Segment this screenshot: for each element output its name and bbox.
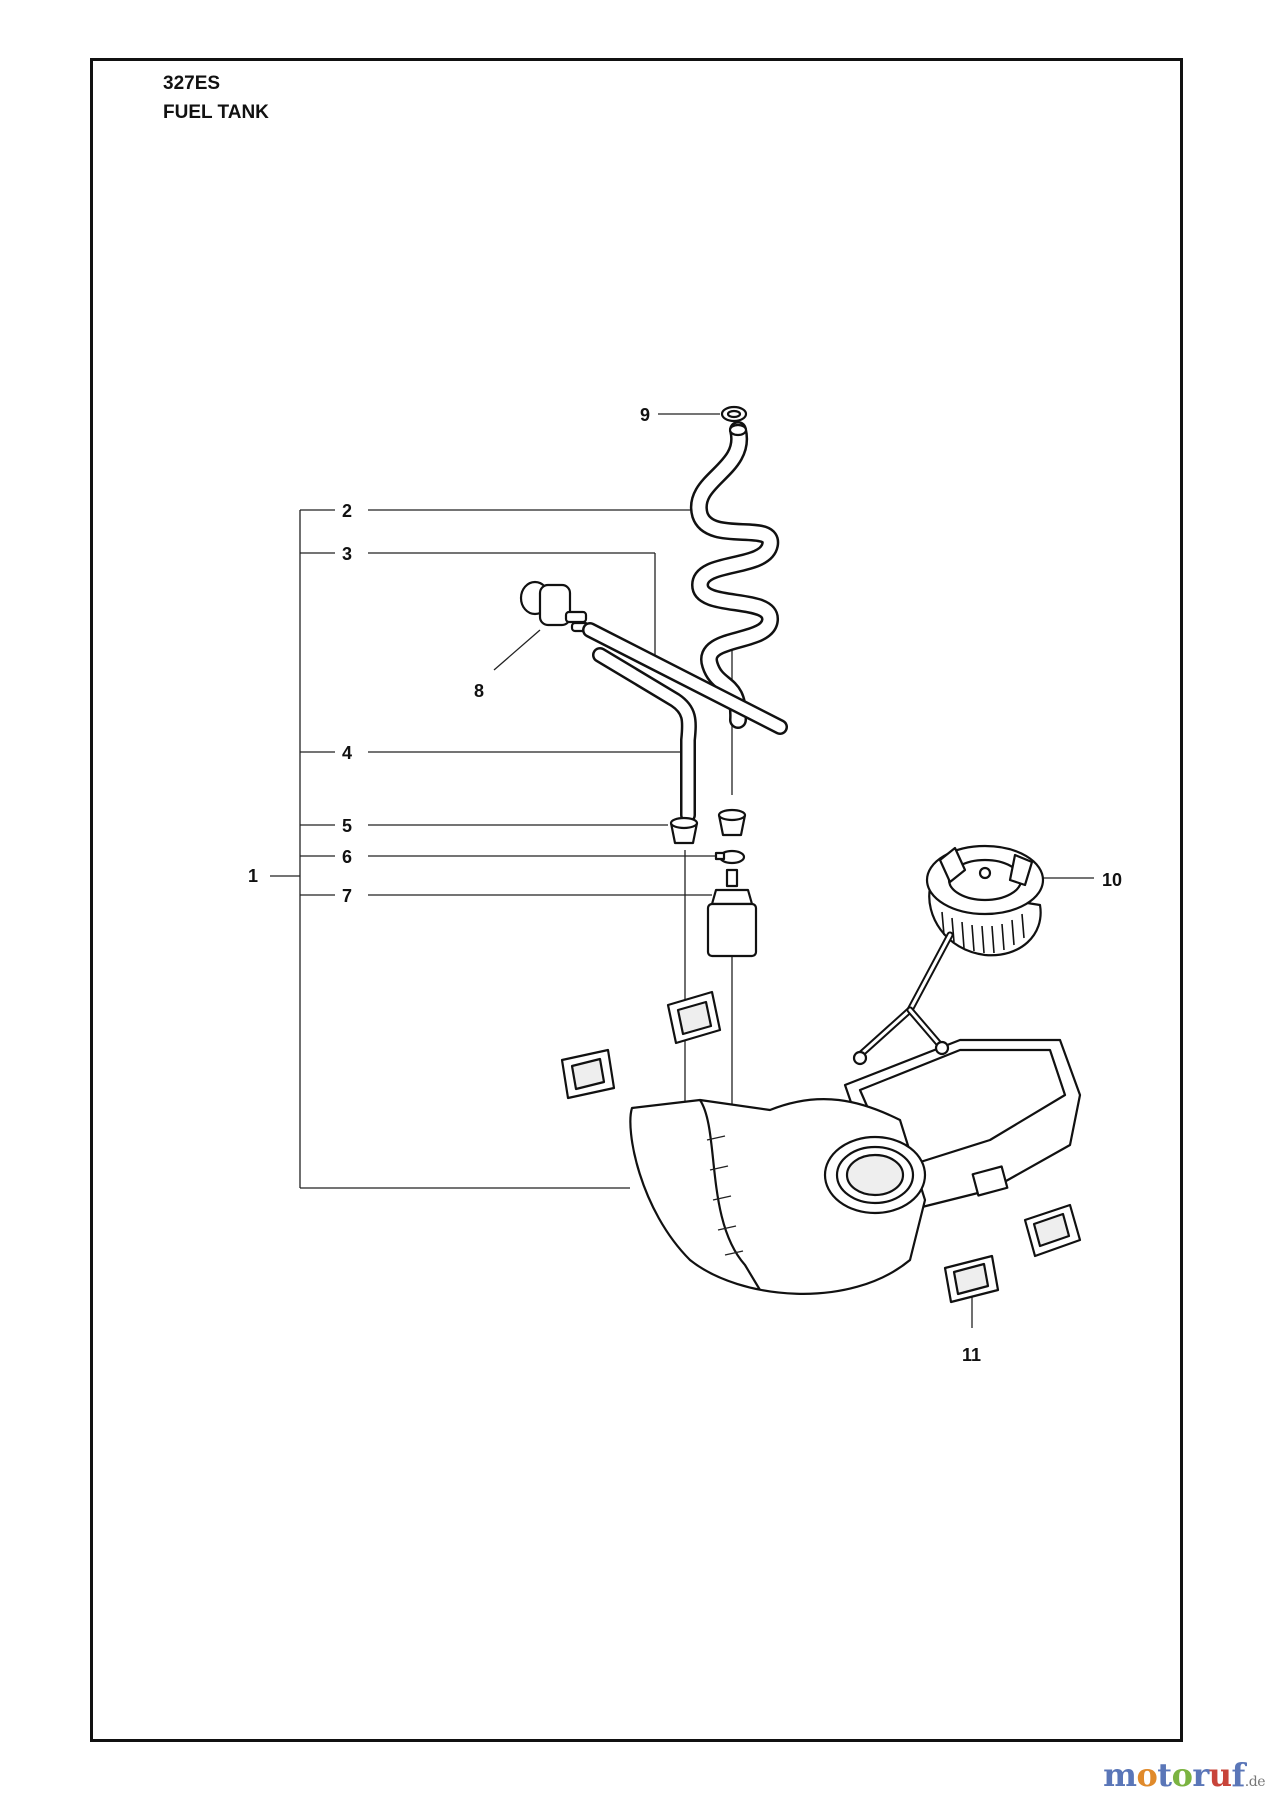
callout-numbers: 1 2 3 4 5 6 7 8 9 10 11 bbox=[248, 405, 1122, 1365]
callout-7: 7 bbox=[342, 886, 352, 906]
motoruf-logo: motoruf.de bbox=[1103, 1756, 1265, 1794]
callout-10: 10 bbox=[1102, 870, 1122, 890]
diagram-frame bbox=[90, 58, 1183, 1742]
callout-4: 4 bbox=[342, 743, 352, 763]
damper-left-top bbox=[666, 990, 722, 1045]
suction-hose-4 bbox=[592, 647, 697, 823]
model-number: 327ES bbox=[163, 73, 221, 94]
damper-11 bbox=[943, 1254, 1000, 1304]
fuel-tank bbox=[629, 1038, 1082, 1295]
hose-clip-9 bbox=[720, 405, 748, 423]
callout-3: 3 bbox=[342, 544, 352, 564]
callout-1: 1 bbox=[248, 866, 258, 886]
grommet-5b bbox=[717, 808, 747, 837]
callout-8: 8 bbox=[474, 681, 484, 701]
damper-right bbox=[1023, 1203, 1082, 1258]
fuel-filter-7 bbox=[706, 868, 758, 958]
grommet-5 bbox=[669, 816, 699, 845]
callout-5: 5 bbox=[342, 816, 352, 836]
callout-11: 11 bbox=[962, 1345, 981, 1365]
primer-connector-8 bbox=[519, 580, 590, 633]
callout-6: 6 bbox=[342, 847, 352, 867]
clamp-6 bbox=[714, 849, 746, 865]
damper-left bbox=[560, 1048, 616, 1100]
callout-2: 2 bbox=[342, 501, 352, 521]
return-hose bbox=[582, 622, 788, 735]
callout-9: 9 bbox=[640, 405, 650, 425]
coiled-fuel-hose-2 bbox=[689, 421, 780, 729]
fuel-cap-10 bbox=[852, 844, 1045, 1066]
section-title: FUEL TANK bbox=[163, 102, 269, 123]
